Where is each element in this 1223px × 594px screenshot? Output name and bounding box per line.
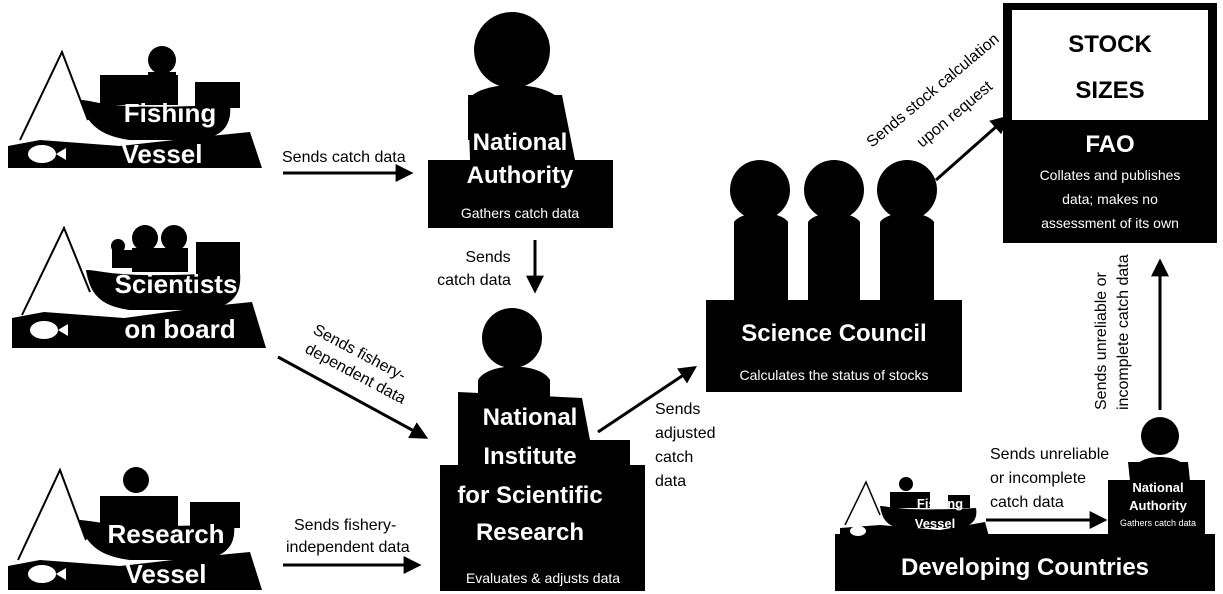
arrow-down-label-2: catch data [437,272,511,289]
science-council-title: Science Council [741,320,926,347]
dev-authority-label-2: Authority [1129,498,1188,513]
stock-sizes-2: SIZES [1075,77,1144,104]
science-council-sub: Calculates the status of stocks [739,367,928,383]
small-fishing-boat-icon [840,477,990,540]
fao-sub-2: data; makes no [1062,191,1158,207]
authority-label-1: National [473,129,568,156]
developing-title: Developing Countries [901,554,1149,581]
dev-authority-label-1: National [1132,480,1183,495]
fao-sub-1: Collates and publishes [1040,167,1181,183]
arrow-adj-label-3: catch [655,449,693,466]
dev-boat-label-2: Vessel [915,516,956,531]
research-vessel-label-2: Vessel [126,559,207,589]
arrow-dev-label-3: catch data [990,494,1064,511]
arrow-unrel-label-2: incomplete catch data [1115,254,1132,410]
science-council-node: Science Council Calculates the status of… [706,160,962,392]
national-authority-node: National Authority Gathers catch data [428,12,613,228]
institute-label-4: Research [476,519,584,546]
arrow-unrel-label-1: Sends unreliable or [1093,271,1110,410]
fao-sub-3: assessment of its own [1041,215,1179,231]
dev-authority-sub: Gathers catch data [1120,518,1196,528]
authority-label-2: Authority [467,162,574,189]
dev-boat-label-1: Fishing [917,496,963,511]
authority-sub: Gathers catch data [461,205,580,221]
research-boat-icon [8,467,262,590]
fao-node: STOCK SIZES FAO Collates and publishes d… [1003,3,1217,243]
institute-label-2: Institute [483,443,576,470]
arrow-dev-catch-data: Sends unreliable or incomplete catch dat… [986,446,1109,529]
developing-countries-node: Developing Countries Fishing Vessel Nati… [835,417,1215,591]
small-person-icon [1108,417,1205,534]
institute-label-3: for Scientific [457,482,602,509]
fao-title: FAO [1085,131,1134,158]
arrow-adj-label-1: Sends [655,401,700,418]
institute-sub: Evaluates & adjusts data [466,570,620,586]
arrow-down-label-1: Sends [465,249,510,266]
arrow-indep-label-1: Sends fishery- [294,517,396,534]
research-vessel-label-1: Research [107,519,224,549]
arrow-catch-label: Sends catch data [282,149,406,166]
council-people-icon [730,160,937,300]
arrow-unreliable-data-up: Sends unreliable or incomplete catch dat… [1093,254,1169,410]
arrow-adj-label-4: data [655,473,686,490]
arrow-dependent-data: Sends fishery- dependent data [277,322,429,439]
stock-sizes-box [1012,10,1208,120]
scientists-vessel-node: Scientists on board [12,225,266,348]
fishing-vessel-label-2: Vessel [122,139,203,169]
arrow-adj-label-2: adjusted [655,425,716,442]
arrow-down-catch-data: Sends catch data [437,240,544,294]
stock-sizes-1: STOCK [1068,31,1152,58]
arrow-dev-label-2: or incomplete [990,470,1086,487]
fishing-vessel-node: Fishing Vessel [8,46,262,169]
arrow-stock-calculation: Sends stock calculation upon request [864,31,1009,182]
arrow-catch-data: Sends catch data [282,149,414,182]
scientists-label-2: on board [124,314,235,344]
fishing-boat-icon [8,46,262,168]
institute-label-1: National [483,404,578,431]
person-icon [478,308,550,400]
scientists-boat-icon [12,225,266,348]
national-institute-node: National Institute for Scientific Resear… [440,308,645,591]
scientists-label-1: Scientists [115,269,238,299]
arrow-adjusted-data: Sends adjusted catch data [597,366,716,490]
arrow-independent-data: Sends fishery- independent data [283,517,422,574]
fishing-vessel-label-1: Fishing [124,98,216,128]
research-vessel-node: Research Vessel [8,467,262,590]
arrow-dev-label-1: Sends unreliable [990,446,1109,463]
arrow-indep-label-2: independent data [286,539,410,556]
